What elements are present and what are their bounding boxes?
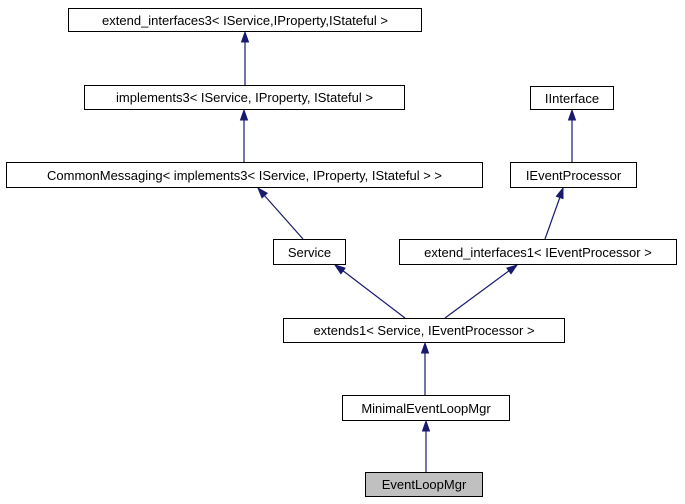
edge-extend_interfaces1-to-IEventProcessor [544, 186, 564, 240]
edge-extends1-to-extend_interfaces1 [444, 264, 519, 319]
edge-IEventProcessor-to-IInterface [567, 108, 577, 162]
edge-CommonMessaging-to-implements3 [239, 108, 249, 162]
class-node-label: IEventProcessor [525, 167, 622, 183]
class-node-label: extends1< Service, IEventProcessor > [313, 323, 535, 338]
edge-Service-to-CommonMessaging [256, 186, 304, 240]
edge-implements3-to-extend_interfaces3 [240, 30, 250, 85]
class-node-label: CommonMessaging< implements3< IService, … [47, 167, 442, 183]
class-node-Service[interactable]: Service [273, 239, 346, 265]
class-node-extends1[interactable]: extends1< Service, IEventProcessor > [283, 318, 565, 343]
edge-EventLoopMgr-to-MinimalEventLoopMgr [421, 419, 431, 472]
class-node-label: extend_interfaces1< IEventProcessor > [424, 244, 652, 260]
class-node-label: implements3< IService, IProperty, IState… [116, 90, 373, 105]
class-node-extend_interfaces1[interactable]: extend_interfaces1< IEventProcessor > [399, 239, 677, 265]
edge-MinimalEventLoopMgr-to-extends1 [420, 341, 430, 395]
class-node-IInterface[interactable]: IInterface [530, 86, 614, 110]
class-node-CommonMessaging[interactable]: CommonMessaging< implements3< IService, … [6, 162, 483, 188]
class-node-label: extend_interfaces3< IService,IProperty,I… [102, 12, 388, 28]
class-node-label: IInterface [544, 90, 600, 106]
class-node-label: Service [287, 244, 332, 260]
class-node-EventLoopMgr-current: EventLoopMgr [365, 472, 483, 497]
class-node-label: EventLoopMgr [381, 477, 467, 492]
class-node-implements3[interactable]: implements3< IService, IProperty, IState… [84, 85, 405, 110]
class-node-IEventProcessor[interactable]: IEventProcessor [510, 162, 637, 188]
class-node-extend_interfaces3[interactable]: extend_interfaces3< IService,IProperty,I… [68, 8, 422, 32]
class-node-label: MinimalEventLoopMgr [361, 400, 491, 416]
class-node-MinimalEventLoopMgr[interactable]: MinimalEventLoopMgr [342, 395, 510, 421]
edge-extends1-to-Service [333, 264, 406, 319]
